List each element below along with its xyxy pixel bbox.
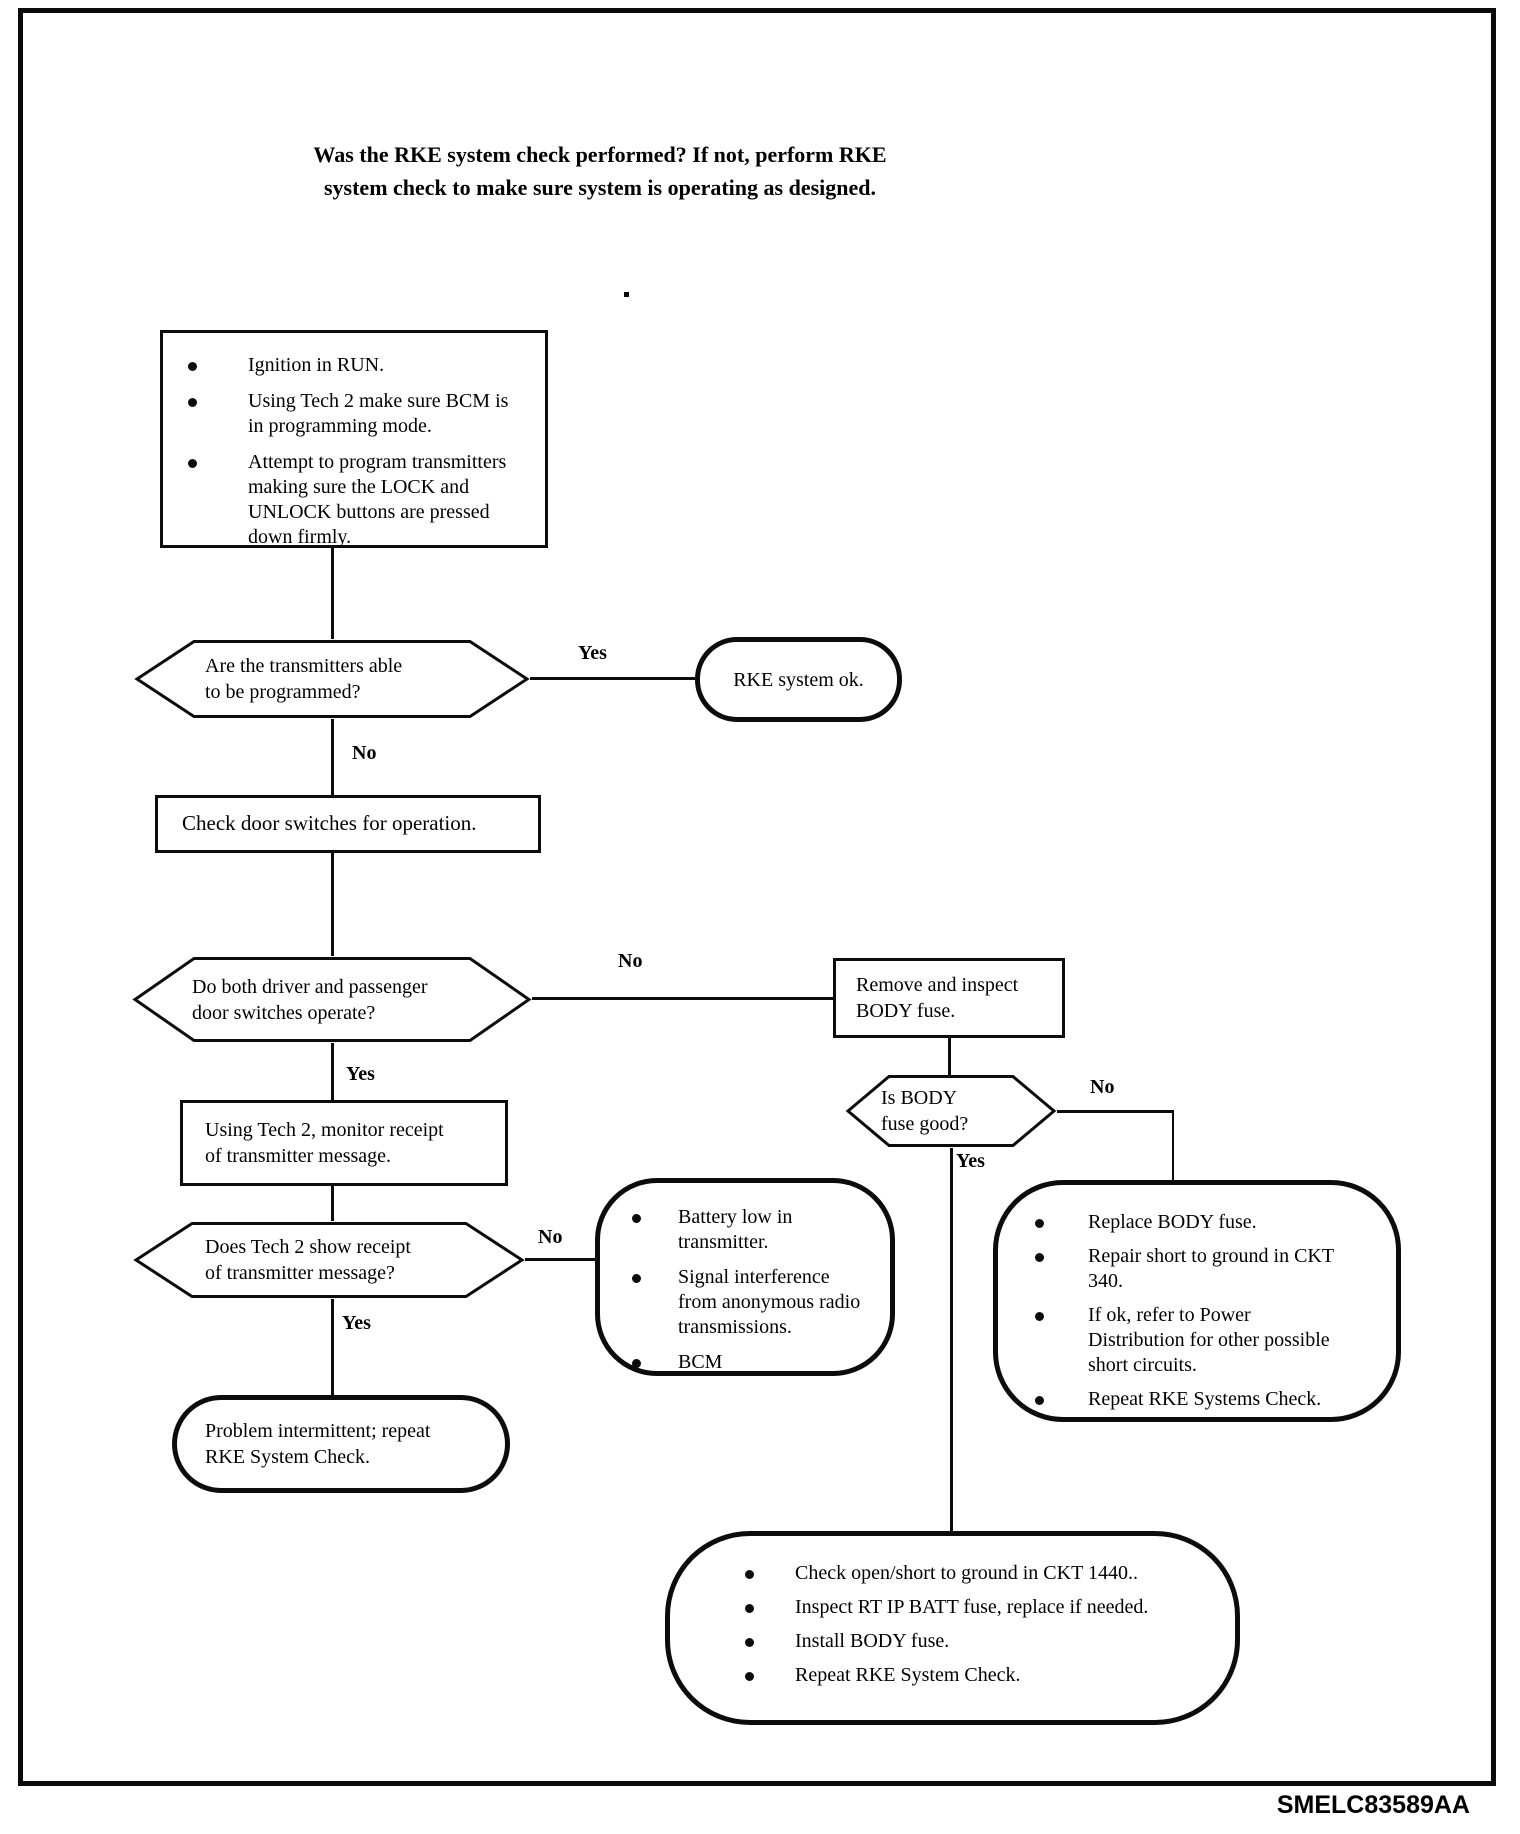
monitor-text-line: of transmitter message.	[205, 1145, 392, 1167]
decision-hexagon-shape	[845, 1075, 1057, 1147]
connector-qdoor-to-monitor	[331, 1043, 334, 1100]
connector-qreceipt-to-intermittent	[331, 1299, 334, 1395]
node-decision-transmitters-programmed: Are the transmitters able to be programm…	[134, 639, 530, 719]
connector-qprogram-to-checkdoor	[331, 719, 334, 795]
connector-qfuse-no-horizontal	[1057, 1110, 1174, 1113]
replace-fuse-item: Replace BODY fuse.	[1035, 1210, 1351, 1235]
node-check-door-switches: Check door switches for operation.	[155, 795, 541, 853]
connector-monitor-to-qreceipt	[331, 1186, 334, 1221]
connector-qfuse-to-cktcheck	[950, 1148, 953, 1533]
replace-fuse-item: If ok, refer to Power Distribution for o…	[1035, 1303, 1351, 1378]
decision-hexagon-shape	[134, 640, 530, 718]
prep-steps-list: Ignition in RUN. Using Tech 2 make sure …	[163, 333, 545, 569]
decision-text: Is BODY fuse good?	[845, 1074, 1057, 1148]
decision-text-line: door switches operate?	[192, 1001, 376, 1024]
connector-removefuse-to-qfuse	[948, 1038, 951, 1076]
decision-text-line: fuse good?	[881, 1113, 969, 1135]
edge-label-yes-programmed: Yes	[578, 642, 607, 664]
decision-text-line: Are the transmitters able	[205, 655, 403, 677]
ckt-check-item: Install BODY fuse.	[745, 1629, 1190, 1654]
monitor-text-wrap: Using Tech 2, monitor receipt of transmi…	[183, 1103, 505, 1183]
node-prep-steps: Ignition in RUN. Using Tech 2 make sure …	[160, 330, 548, 548]
edge-label-yes-receipt: Yes	[342, 1312, 371, 1334]
causes-list: Battery low in transmitter. Signal inter…	[600, 1183, 890, 1391]
connector-prep-to-qprogram	[331, 548, 334, 639]
node-decision-door-switches-operate: Do both driver and passenger door switch…	[132, 956, 532, 1043]
edge-label-no-fuse: No	[1090, 1076, 1115, 1098]
node-ckt-check-actions: Check open/short to ground in CKT 1440..…	[665, 1531, 1240, 1725]
decision-text-line: Does Tech 2 show receipt	[205, 1236, 411, 1258]
decision-hexagon-shape	[132, 957, 532, 1042]
intermittent-text-line: RKE System Check.	[205, 1446, 370, 1468]
decision-text-line: Is BODY	[881, 1087, 958, 1109]
remove-fuse-text-wrap: Remove and inspect BODY fuse.	[836, 961, 1062, 1035]
edge-label-no-programmed: No	[352, 742, 377, 764]
rke-ok-text: RKE system ok.	[733, 668, 864, 691]
ckt-check-item: Check open/short to ground in CKT 1440..	[745, 1561, 1190, 1586]
node-decision-tech2-receipt: Does Tech 2 show receipt of transmitter …	[133, 1221, 525, 1299]
node-replace-fuse-actions: Replace BODY fuse. Repair short to groun…	[993, 1180, 1401, 1422]
figure-code-label: SMELC83589AA	[1276, 1791, 1470, 1819]
monitor-text-line: Using Tech 2, monitor receipt	[205, 1119, 444, 1141]
connector-qfuse-no-vertical	[1171, 1110, 1174, 1180]
decision-hexagon-shape	[133, 1222, 525, 1298]
edge-label-no-receipt: No	[538, 1226, 563, 1248]
ckt-check-item: Repeat RKE System Check.	[745, 1663, 1190, 1688]
connector-checkdoor-to-qdoor	[331, 853, 334, 956]
prep-step-item: Ignition in RUN.	[188, 353, 517, 378]
connector-qprogram-to-rkeok	[530, 677, 695, 680]
node-rke-system-ok: RKE system ok.	[695, 637, 902, 722]
check-door-text: Check door switches for operation.	[182, 811, 477, 836]
replace-fuse-list: Replace BODY fuse. Repair short to groun…	[998, 1185, 1396, 1427]
decision-text: Does Tech 2 show receipt of transmitter …	[133, 1221, 525, 1299]
decision-text: Are the transmitters able to be programm…	[134, 639, 530, 719]
edge-label-no-door: No	[618, 950, 643, 972]
remove-fuse-text-line: BODY fuse.	[856, 1000, 956, 1022]
intermittent-text-wrap: Problem intermittent; repeat RKE System …	[177, 1400, 505, 1488]
flowchart-question-title: Was the RKE system check performed? If n…	[250, 138, 950, 204]
cause-item: BCM	[632, 1350, 872, 1375]
check-door-text-wrap: Check door switches for operation.	[158, 798, 538, 850]
node-remove-inspect-body-fuse: Remove and inspect BODY fuse.	[833, 958, 1065, 1038]
decision-text-line: to be programmed?	[205, 681, 361, 703]
scan-artifact-dot	[624, 292, 629, 297]
prep-step-item: Attempt to program transmitters making s…	[188, 450, 517, 550]
rke-ok-text-wrap: RKE system ok.	[700, 642, 897, 717]
decision-text: Do both driver and passenger door switch…	[132, 956, 532, 1043]
node-problem-intermittent: Problem intermittent; repeat RKE System …	[172, 1395, 510, 1493]
node-decision-body-fuse-good: Is BODY fuse good?	[845, 1074, 1057, 1148]
edge-label-yes-fuse: Yes	[956, 1150, 985, 1172]
remove-fuse-text-line: Remove and inspect	[856, 974, 1019, 996]
title-line-1: Was the RKE system check performed? If n…	[313, 142, 887, 167]
connector-qreceipt-to-causes	[525, 1258, 595, 1261]
connector-qdoor-to-removefuse	[532, 997, 833, 1000]
ckt-check-item: Inspect RT IP BATT fuse, replace if need…	[745, 1595, 1190, 1620]
node-possible-causes: Battery low in transmitter. Signal inter…	[595, 1178, 895, 1376]
page-border-frame	[18, 8, 1496, 1786]
ckt-check-list: Check open/short to ground in CKT 1440..…	[670, 1536, 1235, 1703]
edge-label-yes-door: Yes	[346, 1063, 375, 1085]
decision-text-line: of transmitter message?	[205, 1262, 395, 1284]
prep-step-item: Using Tech 2 make sure BCM is in program…	[188, 389, 517, 439]
replace-fuse-item: Repair short to ground in CKT 340.	[1035, 1244, 1351, 1294]
cause-item: Battery low in transmitter.	[632, 1205, 872, 1255]
title-line-2: system check to make sure system is oper…	[323, 175, 876, 200]
cause-item: Signal interference from anonymous radio…	[632, 1265, 872, 1340]
replace-fuse-item: Repeat RKE Systems Check.	[1035, 1387, 1351, 1412]
decision-text-line: Do both driver and passenger	[192, 975, 428, 998]
node-monitor-transmitter-message: Using Tech 2, monitor receipt of transmi…	[180, 1100, 508, 1186]
intermittent-text-line: Problem intermittent; repeat	[205, 1420, 431, 1442]
